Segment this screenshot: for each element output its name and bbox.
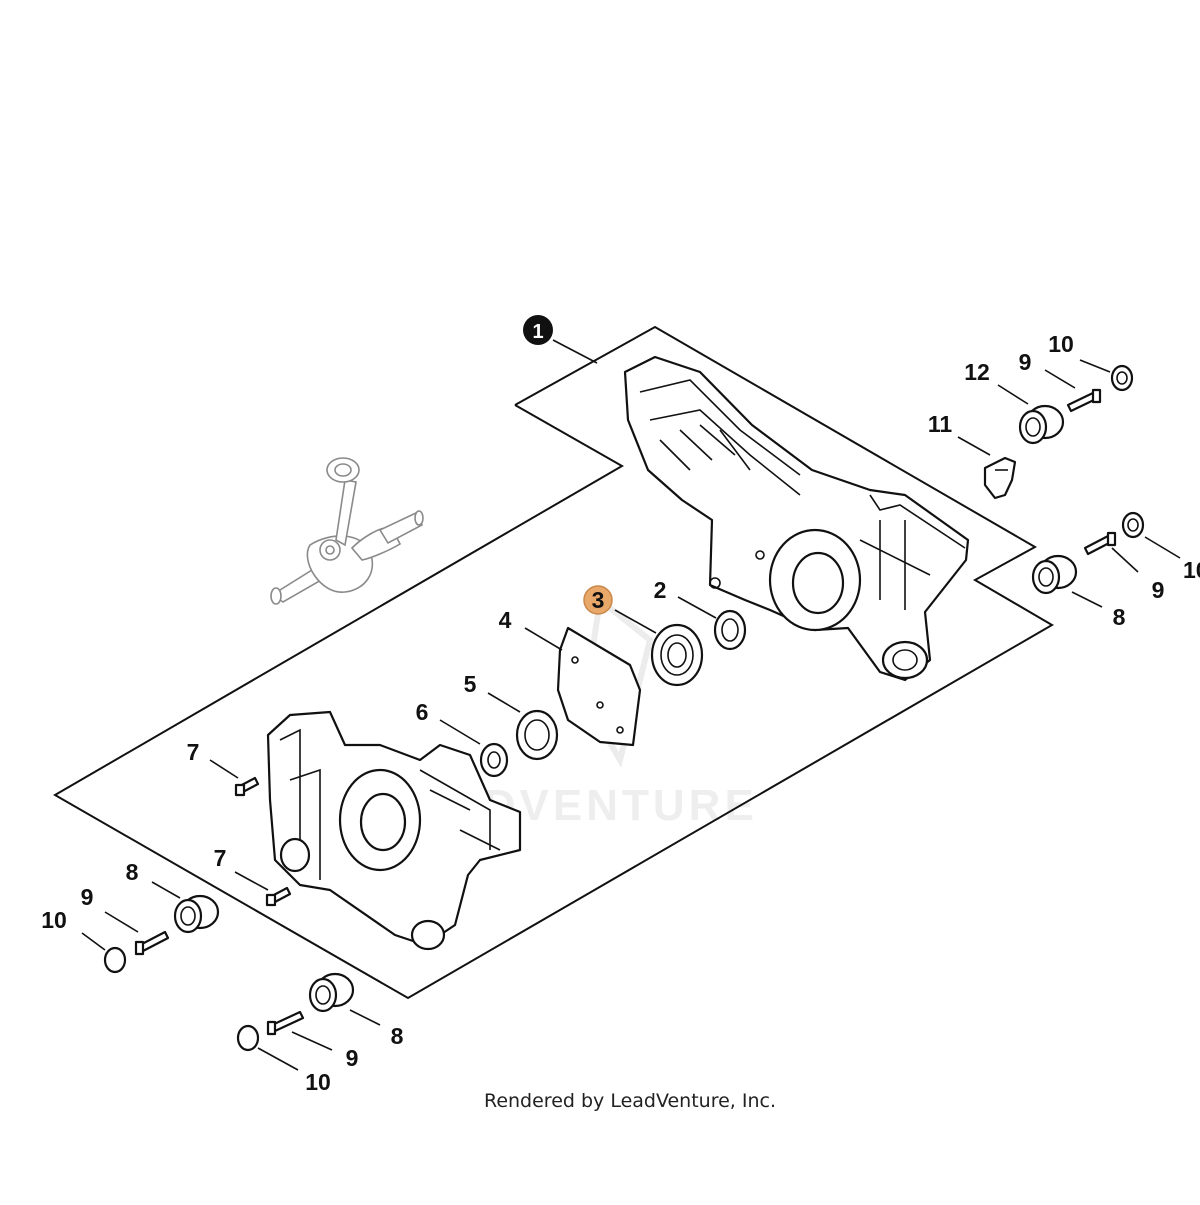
screw-7b [265,886,292,907]
pin-9c [1066,388,1102,413]
render-credit: Rendered by LeadVenture, Inc. [484,1090,776,1112]
crankshaft [270,457,424,605]
callout-1-badge [523,315,553,345]
pin-9b [266,1010,305,1036]
callout-10c[interactable]: 10 [1048,331,1074,357]
callout-7b[interactable]: 7 [214,845,227,871]
callout-8c[interactable]: 8 [1113,604,1126,630]
callout-9a[interactable]: 9 [81,884,94,910]
av-buffer-8a [173,894,220,934]
callout-8a[interactable]: 8 [126,859,139,885]
av-buffer-8c [1031,554,1078,595]
callout-11[interactable]: 11 [928,411,953,437]
ball-bearing-lower [515,709,559,761]
callout-12[interactable]: 12 [964,359,990,385]
oil-seal-upper [713,609,747,651]
pin-9d [1083,531,1117,556]
callout-10b[interactable]: 10 [305,1069,331,1095]
callout-4[interactable]: 4 [499,607,512,633]
leader-lines [81,339,1181,1071]
gasket [556,626,642,747]
callout-8b[interactable]: 8 [391,1023,404,1049]
callout-1[interactable]: 1 [523,315,553,345]
callout-10d[interactable]: 10 [1183,557,1200,583]
oil-seal-lower [479,742,509,778]
callout-3[interactable]: 3 [583,585,613,615]
crankcase-half-upper [623,355,970,682]
callout-9c[interactable]: 9 [1019,349,1032,375]
av-buffer-8b [308,972,355,1013]
callout-6[interactable]: 6 [416,699,429,725]
washer-10a [103,946,127,974]
screw-7a [234,776,260,797]
stop-buffer-11 [983,456,1017,500]
ball-bearing-highlighted [650,623,704,687]
assembly-frame [53,325,1054,1000]
callout-10a[interactable]: 10 [41,907,67,933]
callout-3-label: 3 [592,587,605,613]
callout-1-label: 1 [532,321,543,343]
callout-9b[interactable]: 9 [346,1045,359,1071]
washer-10d [1121,511,1145,539]
washer-10b [236,1024,260,1052]
callout-3-highlight [583,585,613,615]
callout-2[interactable]: 2 [654,577,667,603]
callout-7a[interactable]: 7 [187,739,200,765]
callout-9d[interactable]: 9 [1152,577,1165,603]
washer-10c [1110,364,1134,392]
pin-9a [134,930,170,956]
crankcase-half-lower [266,710,522,951]
av-buffer-12 [1018,404,1065,445]
callout-5[interactable]: 5 [464,671,477,697]
